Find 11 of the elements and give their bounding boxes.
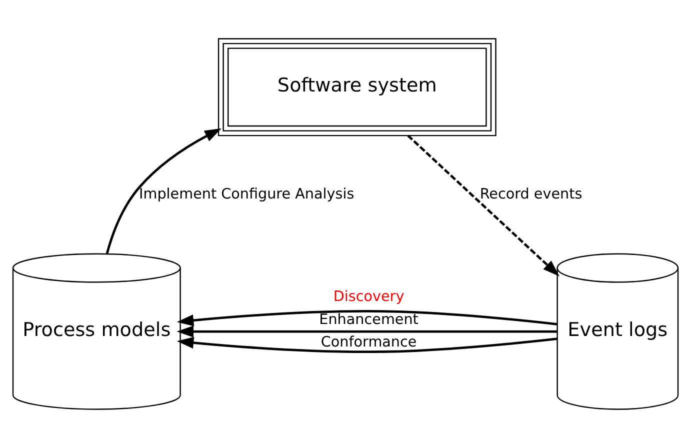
edge-label: Record events: [480, 186, 582, 202]
arrow: [176, 326, 557, 338]
arrow: [106, 128, 222, 254]
arrow: [407, 134, 560, 276]
arrow: [176, 310, 558, 326]
arrow: [176, 336, 558, 353]
edge-label: Conformance: [320, 334, 417, 351]
edge-label: Enhancement: [319, 312, 418, 328]
edge-label: Discovery: [333, 289, 404, 306]
edge-label: Implement Configure Analysis: [139, 186, 354, 202]
node-box: Software system: [218, 38, 496, 136]
